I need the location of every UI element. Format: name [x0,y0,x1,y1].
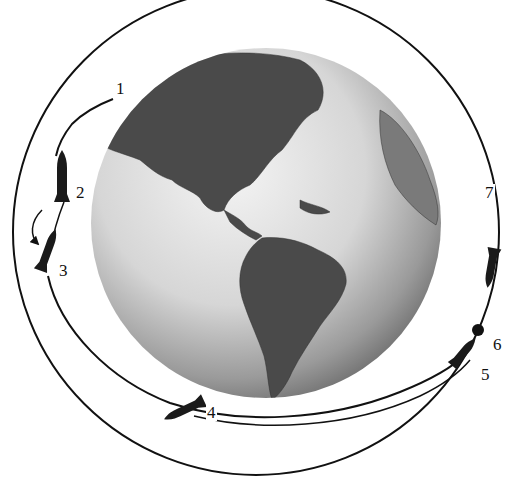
transfer-trajectory [48,276,466,417]
rocket-stages [34,150,501,426]
callout-number: 6 [492,336,503,353]
turn-arrow [32,210,42,244]
callout-number: 3 [58,262,69,279]
callout-number: 4 [206,404,217,421]
callout-number: 2 [75,184,86,201]
rendezvous-dot [472,324,484,336]
orbit-circle [13,0,499,475]
launch-trajectory [56,99,113,156]
callout-number: 7 [484,184,495,201]
parking-orbit [194,360,470,425]
callout-number: 5 [480,366,491,383]
callout-number: 1 [115,80,126,97]
continents [95,53,438,400]
